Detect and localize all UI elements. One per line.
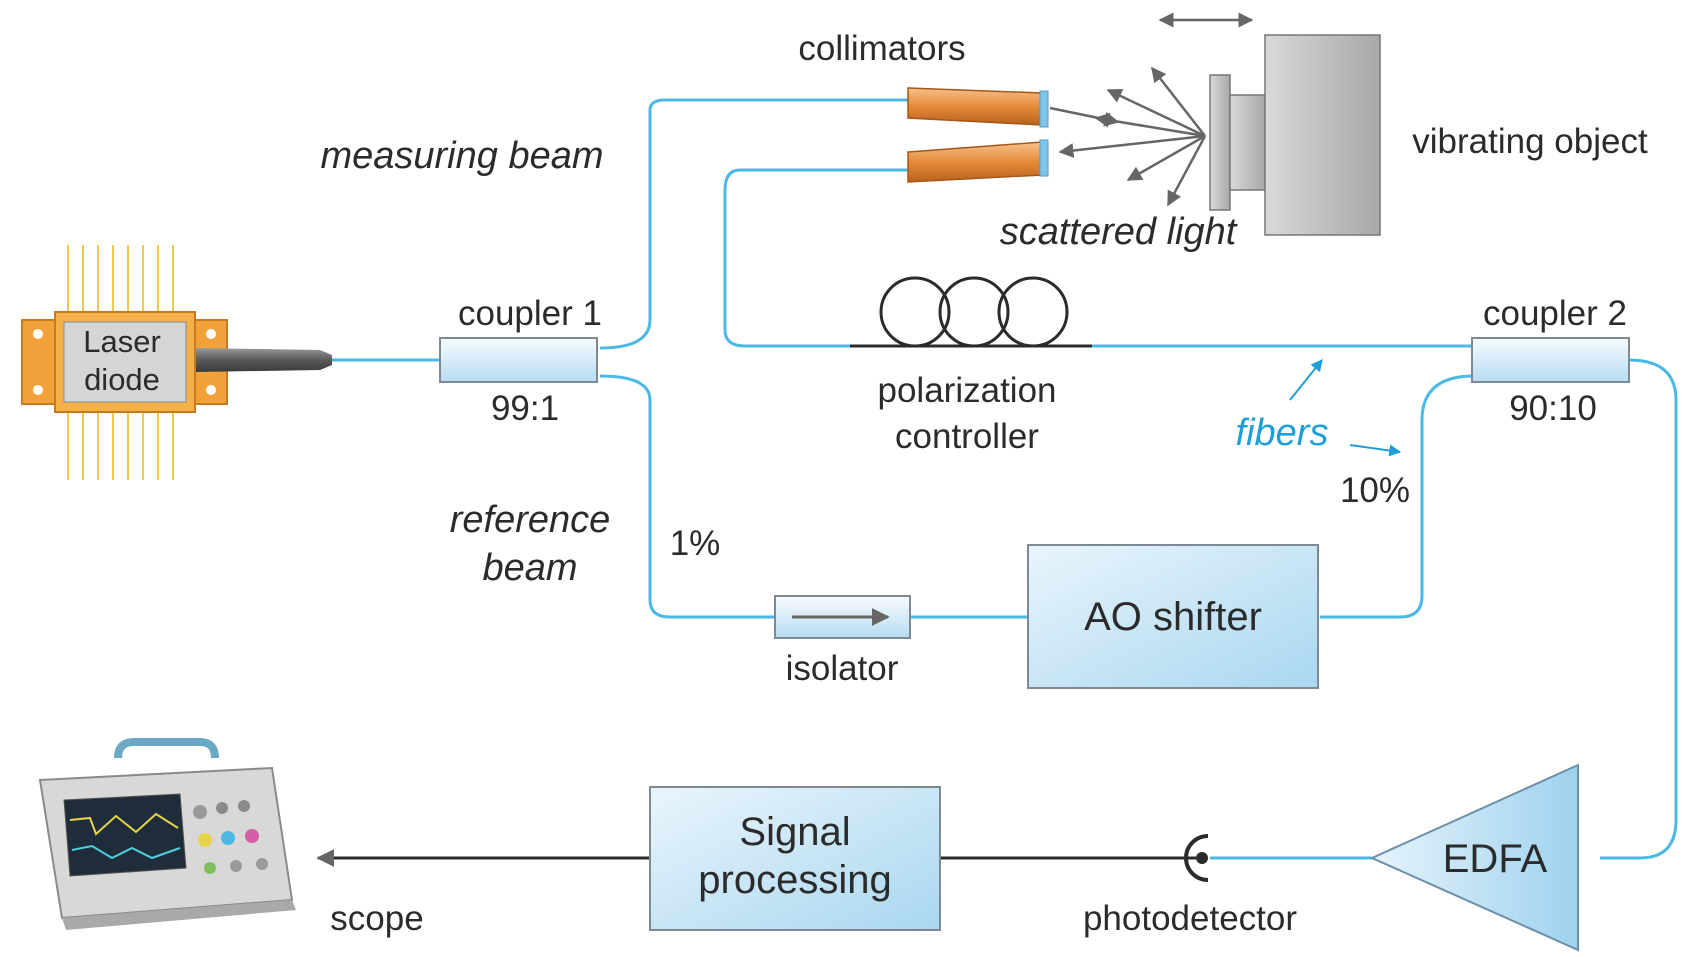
ao-shifter-label: AO shifter [1084, 595, 1262, 639]
polarization-controller [850, 276, 1092, 348]
scope-label: scope [330, 899, 423, 938]
signal-processing-box [649, 786, 941, 931]
reference-beam-label-line1: reference [450, 499, 611, 541]
fiber-lines [330, 98, 1678, 860]
polarization-label-line2: controller [895, 417, 1039, 456]
laser-diode: Laser diode [21, 245, 332, 480]
coupler-1 [439, 337, 598, 383]
signal-processing-label-line1: Signal [739, 810, 850, 854]
signal-processing-label-line2: processing [698, 858, 891, 902]
oscilloscope [38, 738, 296, 930]
collimators [907, 87, 1049, 183]
photodetector-label: photodetector [1083, 899, 1297, 938]
edfa-label: EDFA [1443, 837, 1548, 881]
vibrating-object-label: vibrating object [1412, 122, 1648, 161]
reference-beam-label-line2: beam [482, 547, 577, 589]
collimators-label: collimators [798, 29, 965, 68]
coupler-2 [1471, 337, 1630, 383]
vibrating-object [1209, 34, 1381, 236]
coupler-2-ratio: 90:10 [1509, 389, 1597, 428]
fibers-pointer-arrows [1289, 359, 1402, 457]
scattered-light-label: scattered light [1000, 211, 1238, 253]
one-percent-label: 1% [670, 524, 721, 563]
ten-percent-label: 10% [1340, 471, 1410, 510]
collimator-top [907, 87, 1043, 126]
laser-label-line1: Laser [83, 324, 161, 359]
polarization-label-line1: polarization [878, 371, 1057, 410]
scattered-light-arrows [1049, 12, 1254, 207]
coupler-1-label: coupler 1 [458, 294, 602, 333]
fibers-label: fibers [1236, 412, 1329, 454]
ao-shifter [1027, 544, 1319, 689]
isolator-label: isolator [786, 649, 899, 688]
edfa-amplifier [1369, 763, 1579, 952]
oscilloscope-knobs [193, 800, 268, 874]
measuring-beam-label: measuring beam [320, 135, 603, 177]
coupler-2-label: coupler 2 [1483, 294, 1627, 333]
coupler-1-ratio: 99:1 [491, 389, 559, 428]
laser-label-line2: diode [84, 362, 160, 397]
laser-pigtail [196, 348, 332, 372]
collimator-bottom [907, 141, 1043, 183]
